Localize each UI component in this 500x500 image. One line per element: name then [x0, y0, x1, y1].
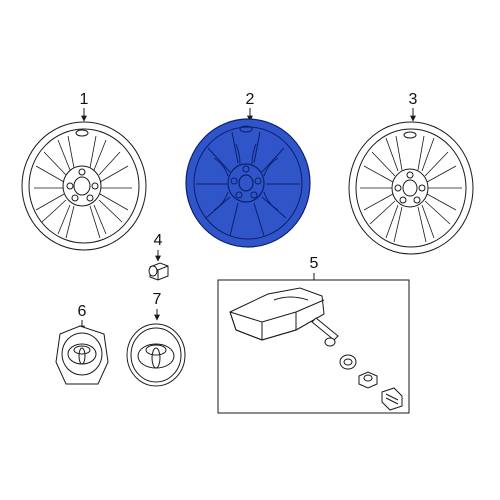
callout-1: 1: [80, 91, 89, 108]
tpms-nut-icon: [358, 371, 378, 389]
tpms-sensor-icon: [229, 287, 339, 347]
tpms-grommet-icon: [339, 354, 357, 370]
tpms-valve-cap-icon: [381, 387, 403, 411]
callout-6: 6: [78, 303, 87, 320]
callout-5: 5: [310, 255, 319, 272]
center-cap-6-group[interactable]: 6: [55, 303, 109, 385]
callout-2: 2: [246, 91, 255, 108]
wheel-1-group[interactable]: 1: [21, 91, 147, 251]
wheel-3-group[interactable]: 3: [348, 91, 474, 255]
wheel-2-icon: [185, 118, 311, 248]
center-cap-7-group[interactable]: 7: [126, 291, 186, 387]
callout-4: 4: [154, 232, 163, 249]
tpms-callout-box: [217, 279, 410, 414]
wheel-2-group[interactable]: 2: [185, 91, 311, 248]
wheel-3-icon: [348, 121, 474, 255]
center-cap-7-icon: [126, 323, 186, 387]
callout-7: 7: [153, 291, 162, 308]
wheel-1-icon: [21, 121, 147, 251]
callout-3: 3: [409, 91, 418, 108]
center-cap-6-icon: [55, 325, 109, 385]
lug-nut-icon: [148, 262, 169, 281]
lug-nut-group[interactable]: 4: [148, 232, 169, 281]
tpms-group[interactable]: 5: [217, 255, 410, 414]
